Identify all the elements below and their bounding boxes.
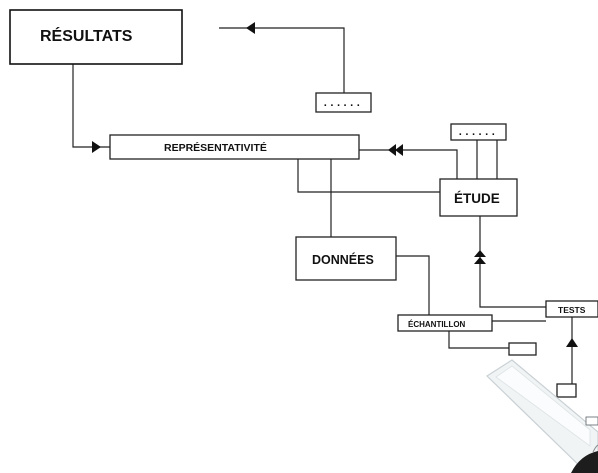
double-arrow-up-icon: [474, 250, 486, 257]
connector-tests-to-etude: [479, 216, 546, 308]
etude-box: [439, 178, 518, 217]
device-small-window: [585, 416, 598, 426]
echantillon-label: ÉCHANTILLON: [408, 320, 466, 329]
placeholder-right-box: [450, 123, 507, 141]
placeholder-top-dots: ......: [322, 98, 362, 110]
representativite-label: REPRÉSENTATIVITÉ: [164, 141, 267, 154]
empty-box-lower: [508, 342, 537, 356]
donnees-box: [295, 236, 397, 281]
double-arrow-up-icon-second: [474, 257, 486, 264]
connector-echantillon-to-box: [448, 331, 509, 349]
connector-donnees-to-echantillon: [396, 255, 430, 315]
connector-placeholder-right-to-etude: [476, 140, 498, 179]
device-dark-base: [571, 451, 598, 473]
arrow-up-icon: [566, 338, 578, 347]
arrow-right-icon: [92, 141, 101, 153]
double-arrow-left-icon: [388, 144, 396, 156]
tests-label: TESTS: [558, 305, 586, 315]
device-panel-inner: [495, 365, 591, 447]
placeholder-right-dots: ......: [457, 127, 497, 139]
echantillon-box: [397, 314, 493, 332]
representativite-box: [109, 134, 360, 160]
connector-tests-to-small-box: [557, 317, 573, 391]
arrow-left-icon: [246, 22, 255, 34]
empty-box-small: [556, 383, 577, 398]
connector-representativite-to-etude: [297, 159, 440, 193]
double-arrow-left-icon-second: [395, 144, 403, 156]
resultats-label: RÉSULTATS: [40, 26, 133, 45]
connector-placeholder-to-resultats: [219, 27, 345, 93]
donnees-label: DONNÉES: [312, 252, 374, 267]
resultats-box: [9, 9, 183, 65]
etude-label: ÉTUDE: [454, 191, 500, 206]
nodes: RÉSULTATS ...... ...... REPRÉSENTATIVITÉ…: [9, 9, 598, 398]
device-illustration: [486, 359, 598, 473]
arrowheads: [92, 22, 578, 347]
connector-resultats-to-representativite: [72, 64, 110, 148]
tests-box: [545, 300, 598, 318]
connector-etude-to-representativite: [359, 149, 458, 179]
placeholder-top-box: [315, 92, 372, 113]
